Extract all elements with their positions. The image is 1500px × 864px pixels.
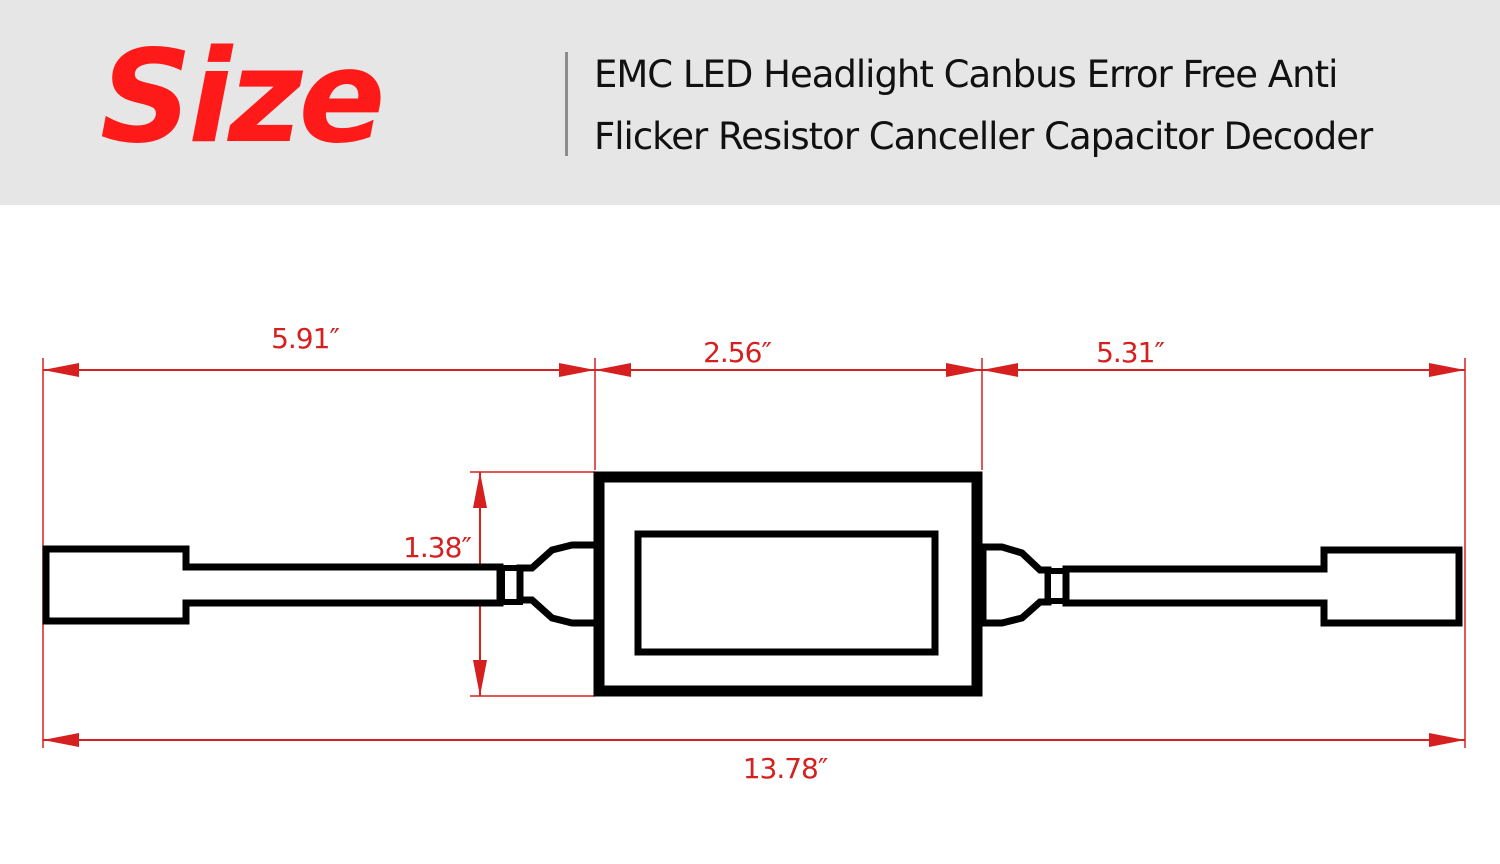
product-title: EMC LED Headlight Canbus Error Free Anti… — [594, 44, 1484, 168]
label-right-cable: 5.31″ — [1096, 336, 1164, 369]
label-total-length: 13.78″ — [743, 752, 828, 785]
right-plug — [1062, 546, 1463, 627]
device-outline — [42, 471, 1463, 697]
header-divider — [565, 52, 568, 156]
header-banner: Size EMC LED Headlight Canbus Error Free… — [0, 0, 1500, 205]
module-label-area — [634, 530, 939, 656]
right-connector-boot — [979, 543, 1052, 627]
left-connector-boot — [516, 541, 601, 627]
product-title-line-2: Flicker Resistor Canceller Capacitor Dec… — [594, 115, 1373, 158]
label-module-height: 1.38″ — [403, 531, 471, 564]
label-left-cable: 5.91″ — [271, 322, 339, 355]
product-title-line-1: EMC LED Headlight Canbus Error Free Anti — [594, 53, 1338, 96]
label-module-length: 2.56″ — [703, 336, 771, 369]
size-title: Size — [100, 23, 385, 172]
